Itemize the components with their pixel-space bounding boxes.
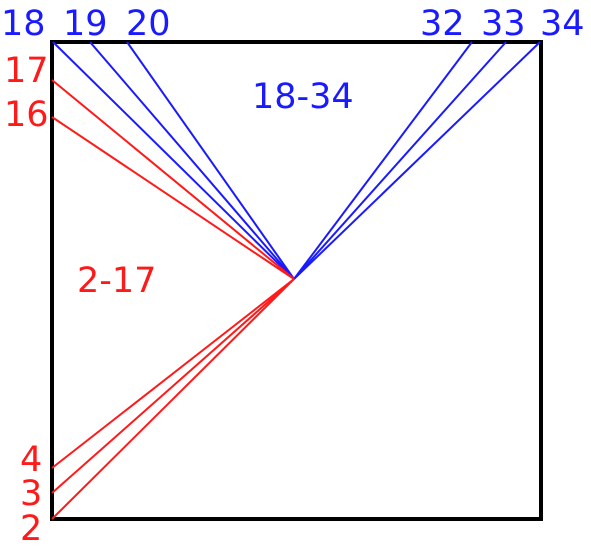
red-ray-group: [51, 79, 295, 520]
label-34: 34: [540, 4, 585, 44]
label-3: 3: [20, 474, 42, 514]
square-frame: [50, 40, 543, 521]
label-18: 18: [1, 4, 46, 44]
label-2: 2: [20, 509, 42, 547]
blue-ray-32: [293, 41, 473, 280]
label-32: 32: [420, 4, 465, 44]
red-ray-4: [51, 278, 295, 469]
blue-ray-19: [89, 41, 295, 280]
label-20: 20: [126, 4, 171, 44]
label-17: 17: [4, 51, 49, 91]
label-19: 19: [63, 4, 108, 44]
blue-ray-group: [52, 41, 541, 280]
blue-ray-20: [126, 41, 295, 280]
region-label-left: 2-17: [77, 261, 156, 301]
label-16: 16: [4, 95, 49, 135]
label-33: 33: [481, 4, 526, 44]
blue-ray-33: [293, 41, 507, 280]
label-4: 4: [20, 440, 42, 480]
blue-ray-18: [52, 41, 295, 280]
red-ray-3: [51, 278, 295, 494]
red-ray-2: [51, 278, 295, 520]
red-ray-17: [51, 79, 295, 280]
blue-ray-34: [293, 41, 541, 280]
red-ray-16: [51, 116, 295, 280]
region-label-top: 18-34: [252, 77, 354, 117]
